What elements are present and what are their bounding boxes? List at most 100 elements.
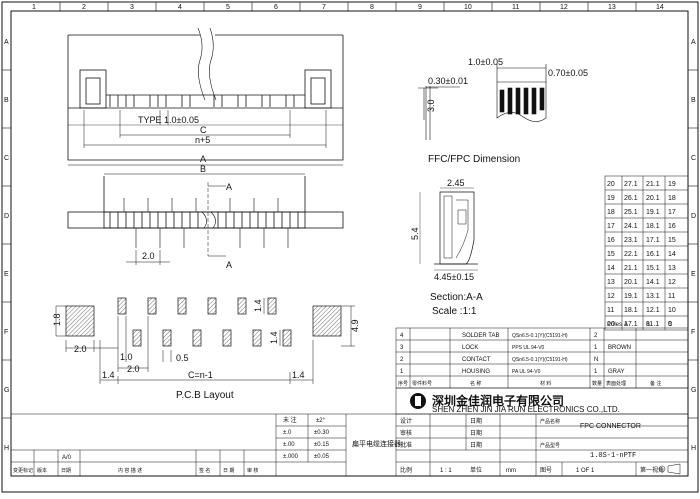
fpc-pitch-label: 1.0±0.05 <box>468 57 503 67</box>
tol-r2b: ±0.15 <box>314 442 330 448</box>
bom-no: 1 <box>400 369 404 375</box>
check-label: 审核 <box>400 429 412 437</box>
bom-header: 表面处理 <box>606 380 626 387</box>
rev-label: 审 核 <box>247 467 258 474</box>
size-table-cell: 19 <box>607 195 615 202</box>
section-bottom-width-label: 4.45±0.15 <box>434 272 474 282</box>
zone-num: 14 <box>656 4 664 11</box>
size-table-cell: 19 <box>668 181 676 188</box>
tol-r3b: ±0.05 <box>314 454 330 460</box>
zone-letter: B <box>691 97 696 104</box>
size-table-cell: 13 <box>668 265 676 272</box>
size-table-cell: 18.1 <box>646 223 660 230</box>
size-table-header: B <box>646 322 650 328</box>
zone-num: 7 <box>322 4 326 11</box>
top-view <box>67 27 344 161</box>
bom-name: CONTACT <box>462 357 491 363</box>
size-table-cell: 10 <box>607 321 615 328</box>
pcb-dim-1-4-left: 1.4 <box>102 370 115 380</box>
type-pitch-label: TYPE 1.0±0.05 <box>138 115 199 125</box>
product-name: FPC CONNECTOR <box>580 423 641 430</box>
size-table-cell: 14.1 <box>646 279 660 286</box>
size-table-cell: 13 <box>607 279 615 286</box>
bom-name: LOCK <box>462 345 478 351</box>
product-type: 扁平电缆连接器 <box>352 439 401 448</box>
pin-pitch-label: 2.0 <box>142 251 155 261</box>
pcb-dim-1-4-mid: 1.4 <box>269 331 279 344</box>
pcb-layout <box>65 297 342 347</box>
zone-letters-side <box>2 69 698 419</box>
zone-letter: E <box>4 271 9 278</box>
zone-letter: F <box>4 329 8 336</box>
size-table-cell: 15 <box>668 237 676 244</box>
bom-qty: 1 <box>594 345 598 351</box>
size-table-cell: 20.1 <box>646 195 660 202</box>
zone-num: 8 <box>370 4 374 11</box>
bom-finish: BROWN <box>608 345 631 351</box>
bom-material: QSn6.5-0.1(Y)(C5191-H) <box>512 333 568 339</box>
rev-label: 变更标记 <box>13 467 33 474</box>
zone-numbers-top <box>59 2 637 11</box>
tol-r2a: ±.00 <box>283 442 295 448</box>
fpc-dimension-view <box>418 64 547 140</box>
size-table-cell: 16 <box>607 237 615 244</box>
scale-value: 1 : 1 <box>440 468 452 474</box>
size-table-cell: 17 <box>668 209 676 216</box>
bom-qty: 2 <box>594 333 598 339</box>
section-a-bottom-label: A <box>226 260 232 270</box>
size-table-cell: 11 <box>668 293 675 300</box>
size-table-header: A <box>624 322 628 328</box>
size-table-cell: 15.1 <box>646 265 660 272</box>
zone-num: 5 <box>226 4 230 11</box>
product-model-label: 产品型号 <box>540 442 560 449</box>
dim-n5-label: n+5 <box>195 135 210 145</box>
dim-c-label: C <box>200 125 207 135</box>
sheet-value: 1 OF 1 <box>576 468 595 474</box>
bom-material: PA UL 94-V0 <box>512 369 541 375</box>
zone-num: 11 <box>512 4 519 11</box>
zone-num: 12 <box>560 4 568 11</box>
scale-label: 比例 <box>400 466 412 474</box>
size-table-cell: 18.1 <box>624 307 638 314</box>
tol-header2: ±2° <box>316 418 326 424</box>
bom-header: 零件料号 <box>412 380 432 387</box>
dim-a-label: A <box>200 154 206 164</box>
bom-finish: GRAY <box>608 369 625 375</box>
zone-letter: D <box>691 213 696 220</box>
zone-letter: A <box>691 39 696 46</box>
size-table-cell: 10 <box>668 307 676 314</box>
section-title: Section:A-A <box>430 292 483 303</box>
view-label: 第一视角 <box>640 466 664 474</box>
pcb-dim-2-0-mid: 2.0 <box>127 364 140 374</box>
rev-label: 日期 <box>61 468 71 474</box>
zone-num: 3 <box>130 4 134 11</box>
product-model: 1.0S-1-nPTF <box>590 452 636 460</box>
zone-num: 9 <box>418 4 422 11</box>
sheet-label: 图号 <box>540 467 552 474</box>
tol-r1b: ±0.30 <box>314 430 330 436</box>
bom-header: 备 注 <box>650 380 661 387</box>
pcb-dim-1-4-right: 1.4 <box>292 370 305 380</box>
pcb-dim-0-5: 0.5 <box>176 353 189 363</box>
size-table-cell: 16.1 <box>646 251 660 258</box>
unit-label: 单位 <box>470 466 482 474</box>
size-table-cell: 19.1 <box>624 293 638 300</box>
title-block <box>11 413 688 476</box>
size-table-cell: 16 <box>668 223 676 230</box>
pcb-dim-1-8: 1.8 <box>52 313 62 326</box>
size-table-cell: 23.1 <box>624 237 638 244</box>
first-angle-projection-icon <box>658 463 681 475</box>
size-table-cell: 20 <box>607 181 615 188</box>
fpc-thickness-label: 0.30±0.01 <box>428 76 468 86</box>
size-table-cell: 27.1 <box>624 181 638 188</box>
section-aa-view <box>419 187 478 271</box>
tol-r3a: ±.000 <box>283 454 299 460</box>
section-height-label: 5.4 <box>410 227 420 240</box>
zone-num: 1 <box>32 4 36 11</box>
top-view-dimensions <box>68 110 343 166</box>
zone-num: 6 <box>274 4 278 11</box>
size-table-header: Poles <box>607 322 622 328</box>
bom-name: SOLDER TAB <box>462 333 499 339</box>
